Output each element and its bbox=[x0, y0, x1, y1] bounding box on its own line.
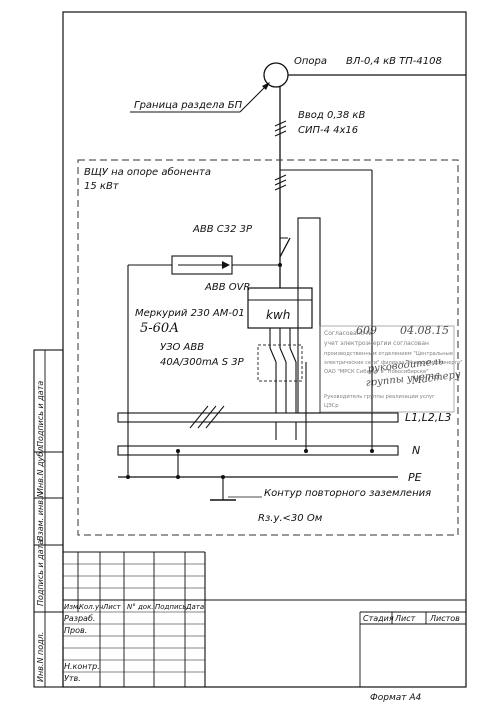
stamp-line4: электрические сети" филиала "Новосибирск… bbox=[324, 360, 463, 366]
input-hatch-2 bbox=[274, 125, 287, 132]
node-pe-ovr bbox=[126, 475, 130, 479]
bus-l-hatch-3 bbox=[205, 405, 225, 429]
side-table: Подпись и дата Инв.N дубл. Взам. инв.N П… bbox=[33, 349, 64, 688]
side-c5: Инв.N подл. bbox=[36, 632, 45, 682]
format-label: Формат А4 bbox=[370, 693, 422, 703]
vertical-block bbox=[297, 217, 321, 414]
node-n-right bbox=[370, 449, 374, 453]
cabinet-hatch-2 bbox=[274, 179, 287, 186]
rcd-contact-2 bbox=[279, 347, 287, 363]
line-label: ВЛ-0,4 кВ ТП-4108 bbox=[346, 56, 442, 67]
sheet-frame bbox=[62, 11, 467, 688]
node-ground bbox=[221, 475, 225, 479]
side-table-frame bbox=[33, 349, 64, 688]
ovr-node bbox=[278, 263, 282, 267]
rcd-line1: УЗО ABB bbox=[160, 342, 204, 353]
tb-podpis: Подпись bbox=[155, 603, 187, 611]
tb-utv: Утв. bbox=[64, 674, 81, 683]
rcd-contact-1 bbox=[269, 347, 277, 363]
bus-n-label: N bbox=[412, 444, 420, 457]
meter-unit: kwh bbox=[266, 308, 290, 322]
stamp-line2: учет электроэнергии согласован bbox=[324, 340, 429, 347]
node-n-rcd bbox=[304, 449, 308, 453]
cabinet-line1: ВЩУ на опоре абонента bbox=[84, 166, 211, 178]
bus-pe-label: PE bbox=[408, 471, 422, 484]
input-hatch-3 bbox=[274, 130, 287, 137]
tb-ndok: N° док. bbox=[127, 603, 154, 611]
tb-prov: Пров. bbox=[64, 626, 87, 635]
tb-stadia: Стадия bbox=[363, 614, 394, 623]
stamp-line5: ОАО "МРСК Сибири" в "Новосибирске" bbox=[324, 369, 429, 375]
input-hatch-1 bbox=[274, 120, 287, 127]
stamp-line6: Руководитель группы реализации услуг bbox=[324, 394, 435, 400]
tb-list: Лист bbox=[102, 603, 122, 611]
resistance-label: Rз.у.<30 Ом bbox=[258, 513, 323, 524]
ovr-label: ABB OVR bbox=[204, 282, 250, 293]
breaker-contact bbox=[279, 237, 291, 258]
stamp-line7: ЦЭСр bbox=[324, 403, 339, 409]
tb-data: Дата bbox=[185, 603, 204, 611]
node-pe-1 bbox=[176, 475, 180, 479]
support-label: Опора bbox=[294, 56, 327, 67]
rcd-contact-3 bbox=[289, 347, 297, 363]
ovr-arrow bbox=[222, 261, 230, 269]
tb-izm: Изм. bbox=[64, 603, 80, 611]
breaker-label: ABB C32 3P bbox=[192, 224, 253, 235]
cabinet-line2: 15 кВт bbox=[84, 181, 120, 192]
tb-nkontr: Н.контр. bbox=[64, 662, 100, 671]
meter-current: 5-60А bbox=[140, 321, 179, 336]
approval-stamp: Согласовано № учет электроэнергии соглас… bbox=[319, 324, 463, 413]
stamp-number: 609 bbox=[356, 324, 377, 337]
stamp-date: 04.08.15 bbox=[400, 324, 449, 337]
bus-l-label: L1,L2,L3 bbox=[405, 411, 451, 424]
boundary-arrow-line bbox=[239, 83, 269, 113]
side-c3: Взам. инв.N bbox=[36, 492, 45, 541]
tb-razrab: Разраб. bbox=[64, 614, 95, 623]
input-line1: Ввод 0,38 кВ bbox=[298, 110, 365, 121]
stamp-line1: Согласовано № bbox=[324, 330, 372, 337]
cabinet-hatch-3 bbox=[274, 184, 287, 191]
meter-model: Меркурий 230 АМ-01 bbox=[135, 308, 245, 319]
bus-l-hatch-1 bbox=[189, 405, 209, 429]
node-n-1 bbox=[176, 449, 180, 453]
rcd-line2: 40А/300mA S 3P bbox=[160, 357, 245, 368]
rcd-box bbox=[257, 344, 303, 382]
bus-l-hatch-2 bbox=[197, 405, 217, 429]
boundary-arrow-head bbox=[262, 82, 270, 90]
bus-n bbox=[117, 445, 399, 456]
cabinet-hatch-1 bbox=[274, 174, 287, 181]
title-block: Изм. Кол.уч Лист N° док. Подпись Дата Ра… bbox=[63, 551, 466, 687]
boundary-label: Граница раздела БП bbox=[134, 100, 243, 111]
side-c2: Инв.N дубл. bbox=[36, 444, 45, 494]
tb-kol: Кол.уч bbox=[79, 603, 103, 611]
input-line2: СИП-4 4х16 bbox=[298, 125, 358, 136]
ground-label: Контур повторного заземления bbox=[264, 488, 431, 499]
stamp-line3: производственным отделением "Центральные bbox=[324, 351, 453, 357]
cabinet-boundary bbox=[77, 159, 459, 536]
side-c1: Подпись и дата bbox=[36, 381, 45, 447]
side-c4: Подпись и дата bbox=[36, 540, 45, 606]
bus-l bbox=[117, 412, 399, 423]
tb-listov: Листов bbox=[429, 614, 460, 623]
ovr-box bbox=[171, 255, 233, 275]
tb-list2: Лист bbox=[394, 614, 416, 623]
stamp-border bbox=[319, 325, 455, 413]
